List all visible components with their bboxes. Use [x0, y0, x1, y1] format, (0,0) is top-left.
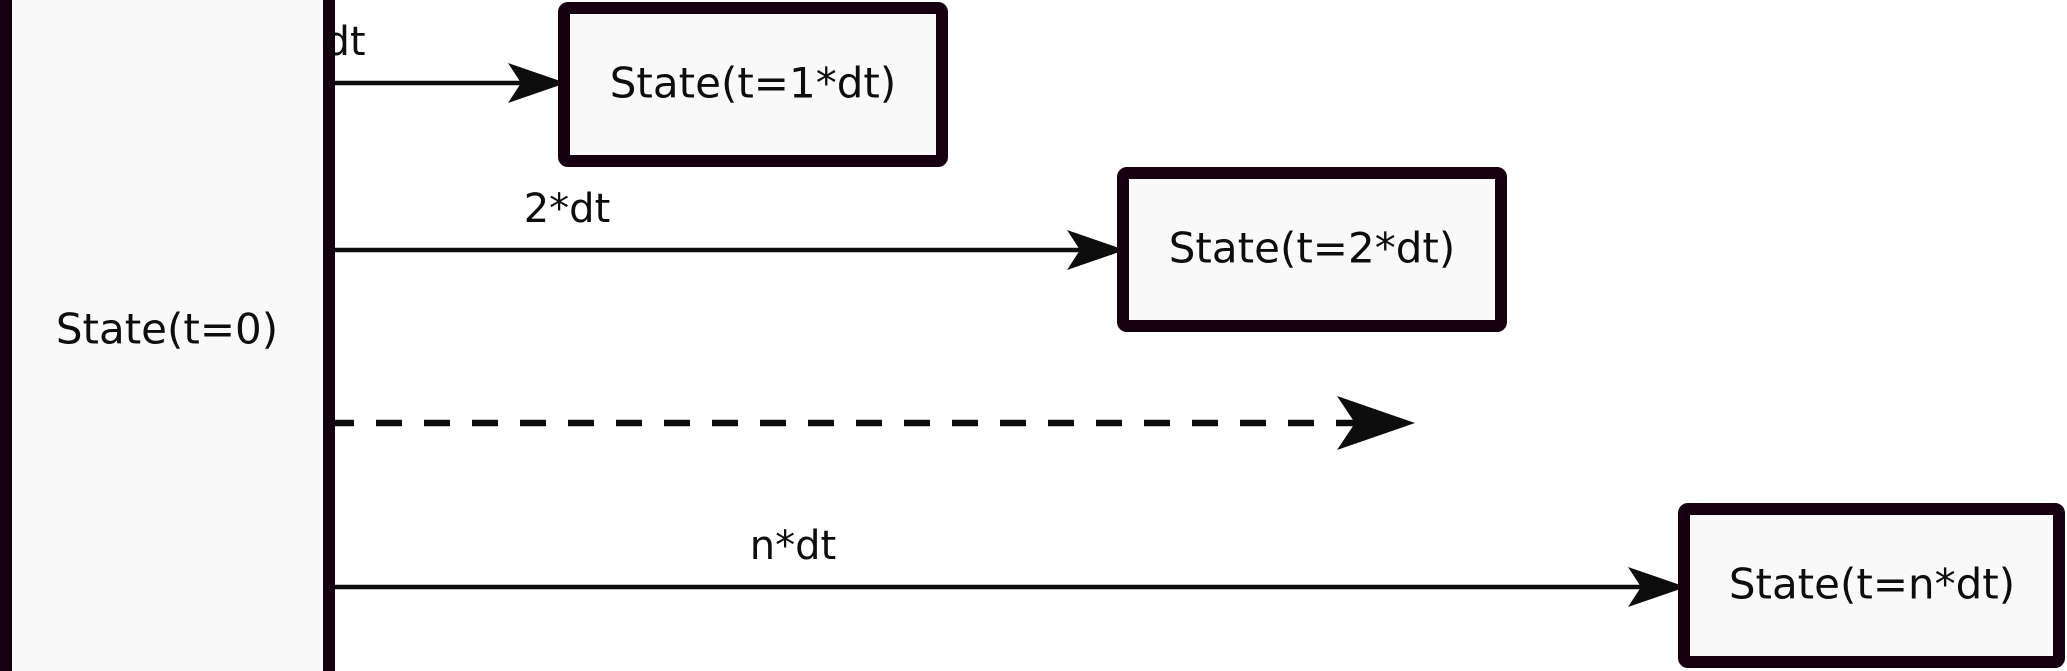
node-state-tndt-label: State(t=n*dt) [1729, 560, 2015, 609]
node-state-tndt-box[interactable] [1678, 503, 2065, 668]
edge-2dt [328, 230, 1125, 270]
edge-ellipsis-dashed [328, 396, 1415, 450]
node-state-t1dt-label: State(t=1*dt) [610, 59, 896, 108]
edge-ellipsis-arrowhead [1337, 396, 1415, 450]
node-state-t1dt[interactable]: State(t=1*dt) [558, 2, 948, 167]
edge-ndt-arrowhead [1628, 567, 1686, 607]
edge-label-ndt: n*dt [750, 523, 836, 569]
node-state-t2dt-label: State(t=2*dt) [1169, 224, 1455, 273]
edge-ndt [328, 567, 1686, 607]
node-state-t2dt-box[interactable] [1117, 167, 1507, 332]
edge-label-dt: dt [324, 19, 365, 65]
edge-dt [328, 63, 566, 103]
edge-label-2dt: 2*dt [524, 186, 611, 232]
node-state-t0[interactable]: State(t=0) [0, 0, 335, 671]
node-state-tndt[interactable]: State(t=n*dt) [1678, 503, 2065, 668]
node-state-t0-label: State(t=0) [56, 305, 278, 354]
edge-dt-arrowhead [508, 63, 566, 103]
edge-2dt-arrowhead [1067, 230, 1125, 270]
node-state-t2dt[interactable]: State(t=2*dt) [1117, 167, 1507, 332]
node-state-t1dt-box[interactable] [558, 2, 948, 167]
node-state-t0-box[interactable] [0, 0, 335, 671]
